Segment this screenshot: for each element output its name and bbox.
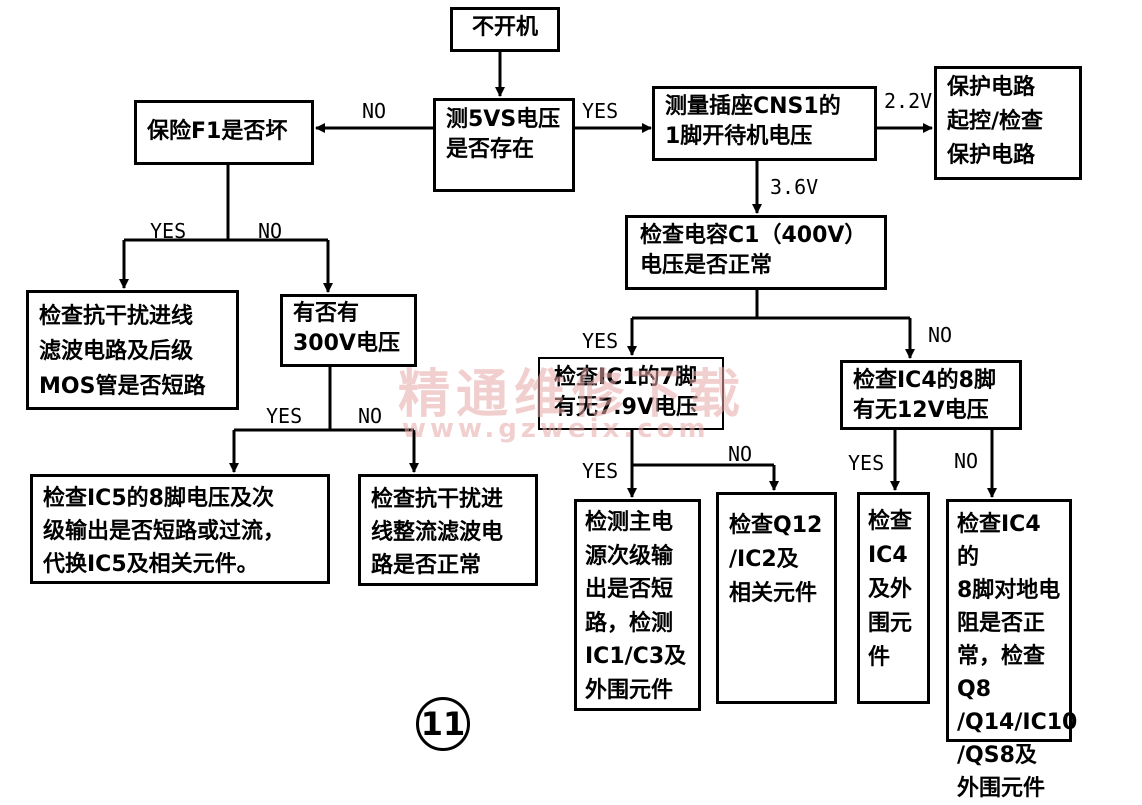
node-fuse-check: 保险F1是否坏 (134, 100, 314, 165)
label-3-6v: 3.6V (770, 175, 819, 199)
node-check-main-power: 检测主电 源次级输 出是否短 路，检测 IC1/C3及 外围元件 (574, 499, 701, 711)
node-check-ic4-8: 检查IC4的8脚 有无12V电压 (840, 360, 1022, 430)
label-300v-no: NO (358, 404, 383, 428)
label-c1-yes: YES (582, 329, 619, 353)
label-c1-no: NO (928, 323, 953, 347)
node-check-ic1: 检查IC1的7脚 有无7.9V电压 (538, 357, 724, 430)
label-300v-yes: YES (266, 404, 303, 428)
page-number-badge: 11 (416, 697, 470, 751)
label-ic1-yes: YES (582, 459, 619, 483)
label-fuse-no: NO (258, 219, 283, 243)
label-ic1-no: NO (728, 442, 753, 466)
label-no-fuse: NO (362, 99, 387, 123)
node-check-ic5: 检查IC5的8脚电压及次 级输出是否短路或过流， 代换IC5及相关元件。 (30, 474, 330, 584)
node-protect-circuit: 保护电路 起控/检查 保护电路 (934, 66, 1082, 180)
node-check-filter: 检查抗干扰进线 滤波电路及后级 MOS管是否短路 (26, 290, 239, 410)
node-check-c1: 检查电容C1（400V） 电压是否正常 (625, 215, 887, 290)
node-measure-5vs: 测5VS电压 是否存在 (433, 98, 575, 192)
node-start: 不开机 (450, 7, 560, 52)
node-check-q12: 检查Q12 /IC2及 相关元件 (716, 492, 837, 704)
node-check-rectifier: 检查抗干扰进 线整流滤波电 路是否正常 (358, 474, 538, 586)
label-ic4-yes: YES (848, 451, 885, 475)
label-yes-cns1: YES (582, 99, 619, 123)
label-2-2v: 2.2V (884, 89, 933, 113)
label-ic4-no: NO (954, 449, 979, 473)
node-check-ic4-parts: 检查 IC4 及外 围元 件 (857, 492, 930, 704)
node-check-300v: 有否有 300V电压 (280, 294, 417, 367)
node-check-ic4-resist: 检查IC4的 8脚对地电 阻是否正 常，检查Q8 /Q14/IC10 /QS8及… (946, 499, 1077, 801)
node-measure-cns1: 测量插座CNS1的 1脚开待机电压 (652, 86, 877, 161)
label-fuse-yes: YES (150, 219, 187, 243)
